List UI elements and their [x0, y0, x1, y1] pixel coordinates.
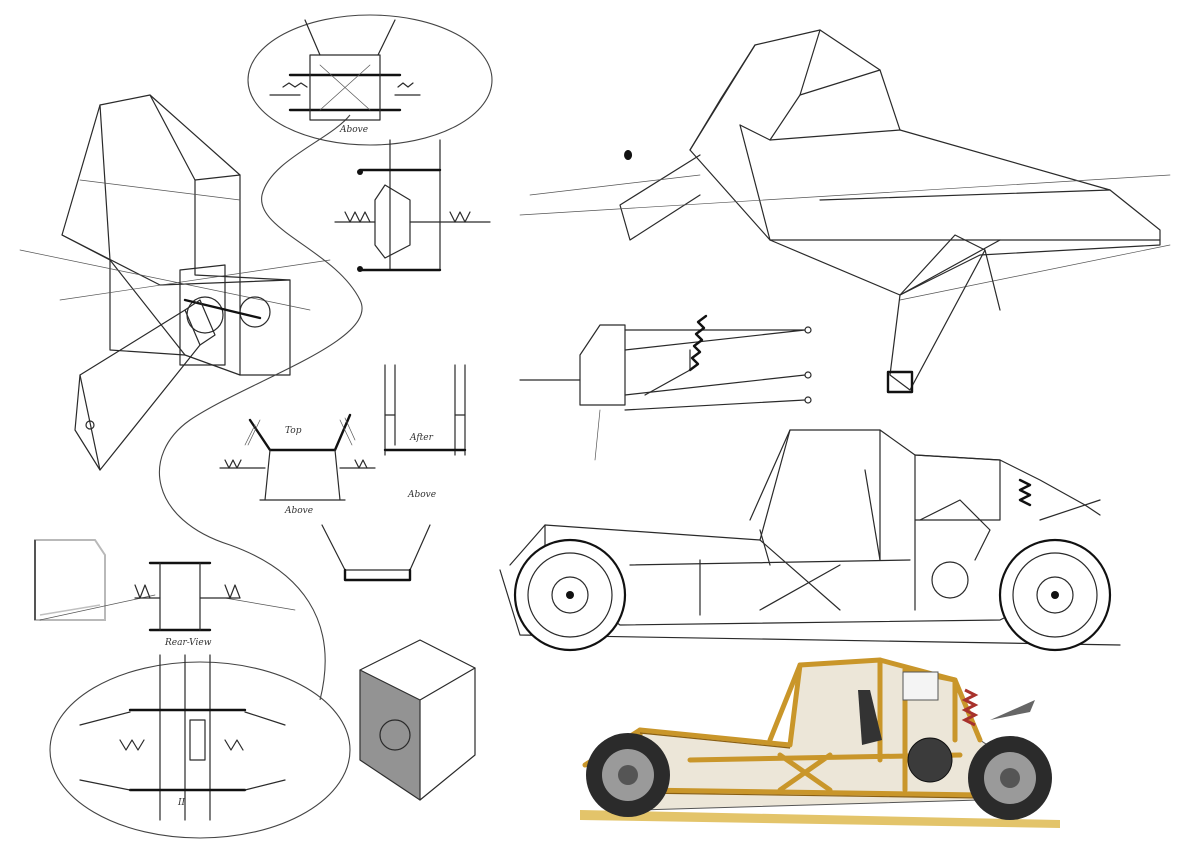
- rear-view-axle-sketch: Rear-View: [39, 561, 296, 648]
- annot-top-view: Top: [285, 426, 302, 436]
- after-frame-sketch: After Above: [383, 364, 467, 500]
- perspective-rear-frame-sketch: [19, 94, 331, 471]
- vertical-axle-detail: [334, 139, 491, 272]
- rear-tyre-icon: [968, 736, 1052, 820]
- shock-absorber-icon: [688, 314, 708, 372]
- annot-above-small: Above: [407, 490, 436, 500]
- annot-above-mid: Above: [284, 506, 313, 516]
- above-axle-detail: Above: [247, 14, 493, 146]
- annot-above-top: Above: [339, 125, 368, 135]
- engine-icon: [931, 561, 969, 599]
- bottom-axle-detail: II: [49, 654, 351, 839]
- shock-absorber-icon: [961, 688, 979, 727]
- wishbone-shock-detail: [519, 314, 812, 461]
- rear-wheel-icon: [998, 538, 1112, 652]
- ground-shadow: [580, 810, 1060, 828]
- annot-after: After: [409, 433, 434, 443]
- shaded-box-sketch: [359, 639, 476, 801]
- v-bracket-sketch: [321, 524, 431, 582]
- perspective-space-frame-sketch: [519, 29, 1171, 394]
- engine-icon: [907, 737, 953, 783]
- annot-rear-view: Rear-View: [164, 638, 212, 648]
- colored-buggy-rendering: [580, 657, 1060, 828]
- faded-box-sketch: [34, 539, 106, 621]
- annot-bottom-mark: II: [177, 798, 186, 808]
- lasso-connector: [158, 114, 363, 701]
- side-view-buggy-drawing: [499, 429, 1121, 652]
- front-tyre-icon: [586, 733, 670, 817]
- front-wheel-icon: [513, 538, 627, 652]
- top-cradle-sketch: Top Above: [219, 413, 376, 516]
- tube-shadow-lines: [639, 732, 981, 799]
